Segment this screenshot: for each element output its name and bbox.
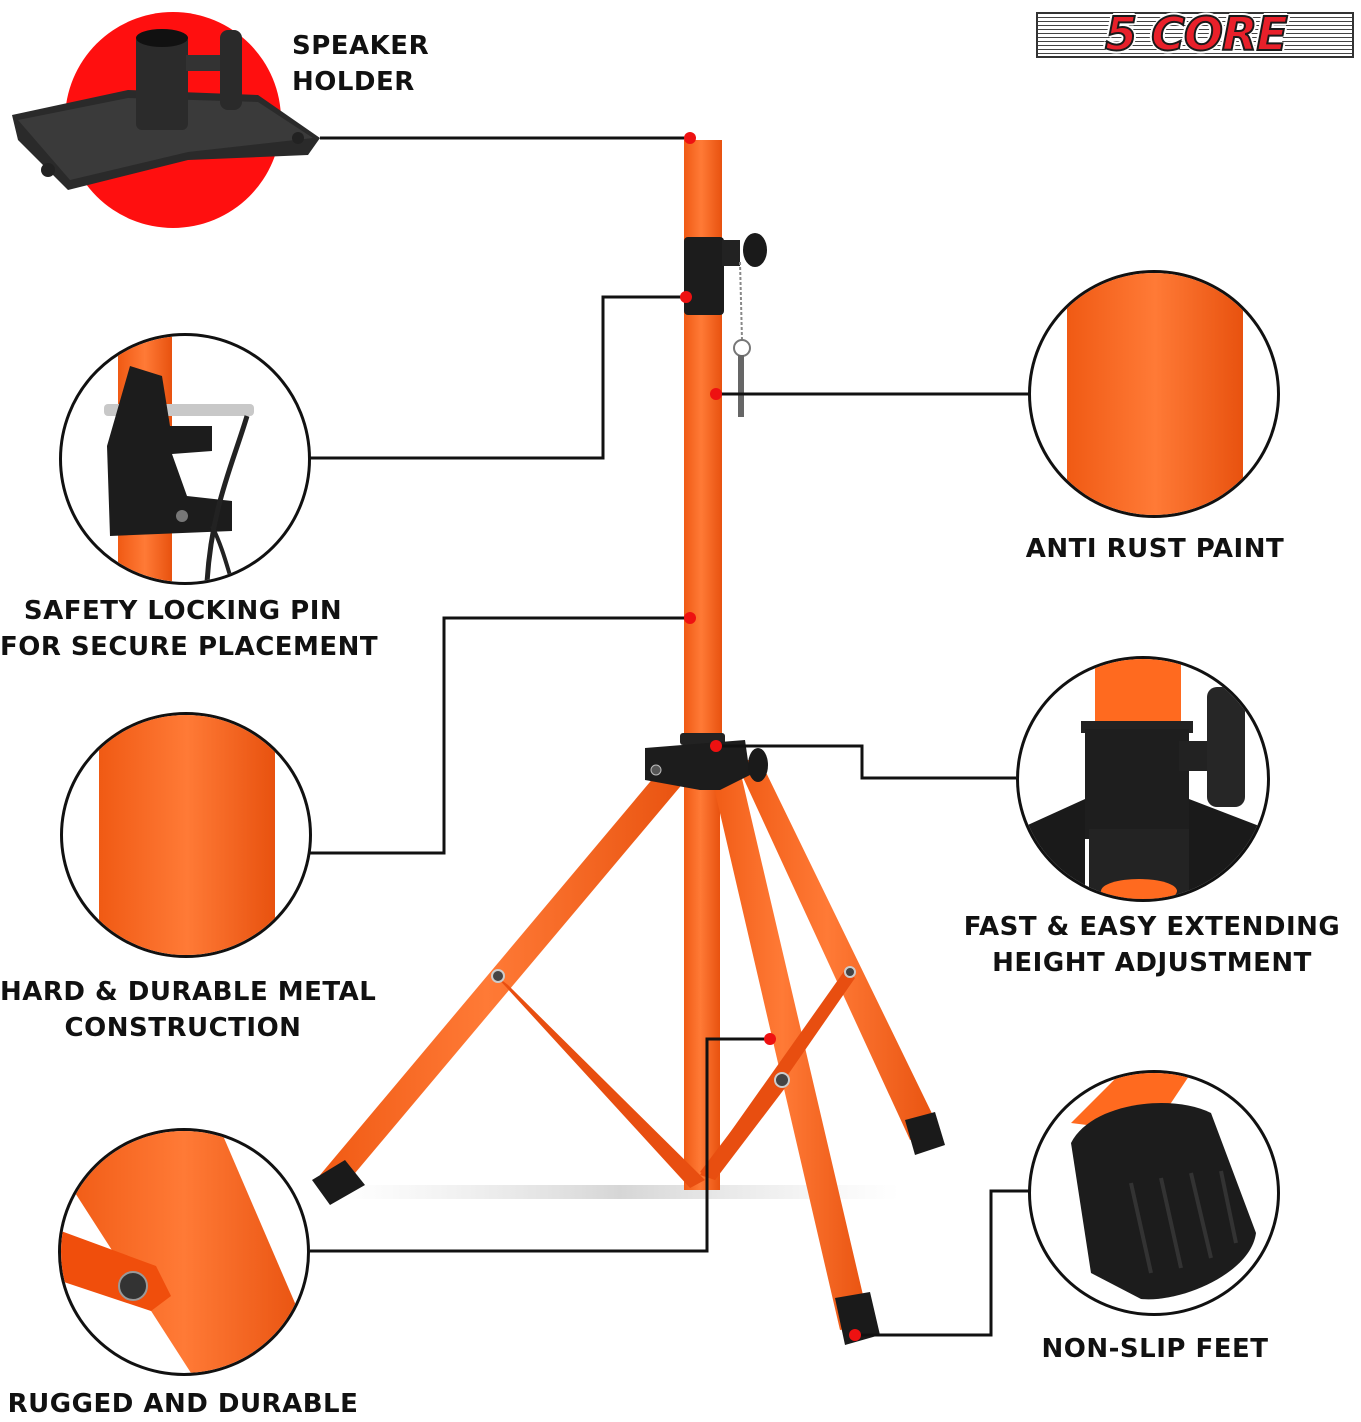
label-height-1: FAST & EASY EXTENDING <box>963 912 1341 942</box>
label-speaker-holder-2: HOLDER <box>292 67 415 97</box>
label-non-slip: NON-SLIP FEET <box>1041 1334 1269 1364</box>
foot-right <box>905 1112 945 1155</box>
brand-logo: 5 CORE <box>1036 6 1356 62</box>
label-metal-1: HARD & DURABLE METAL <box>0 977 377 1007</box>
foot-left <box>312 1160 365 1205</box>
foot-front <box>835 1292 880 1345</box>
callout-lines <box>310 136 1030 1337</box>
callout-dots <box>680 132 861 1341</box>
label-safety-pin-1: SAFETY LOCKING PIN <box>23 596 343 626</box>
logo-text: 5 CORE <box>1104 6 1289 62</box>
metal-tube-icon <box>60 712 312 958</box>
label-safety-pin-2: FOR SECURE PLACEMENT <box>0 632 379 662</box>
logo-stripes <box>1036 12 1354 58</box>
leg-hub <box>645 733 768 790</box>
leg-brace-joint-icon <box>58 1128 310 1376</box>
adjustment-knob-icon <box>1016 656 1270 902</box>
ground-shadow <box>340 1185 900 1199</box>
tripod-legs <box>312 760 945 1345</box>
painted-tube-icon <box>1028 270 1280 518</box>
label-metal-2: CONSTRUCTION <box>64 1013 302 1043</box>
height-clamp <box>684 233 767 417</box>
label-height-2: HEIGHT ADJUSTMENT <box>992 948 1312 978</box>
rubber-foot-icon <box>1028 1070 1280 1316</box>
label-anti-rust: ANTI RUST PAINT <box>1025 534 1285 564</box>
speaker-mount-plate-icon <box>12 12 320 228</box>
locking-pin-icon <box>59 333 311 585</box>
label-speaker-holder-1: SPEAKER <box>292 31 430 61</box>
label-rugged: RUGGED AND DURABLE <box>7 1389 359 1419</box>
